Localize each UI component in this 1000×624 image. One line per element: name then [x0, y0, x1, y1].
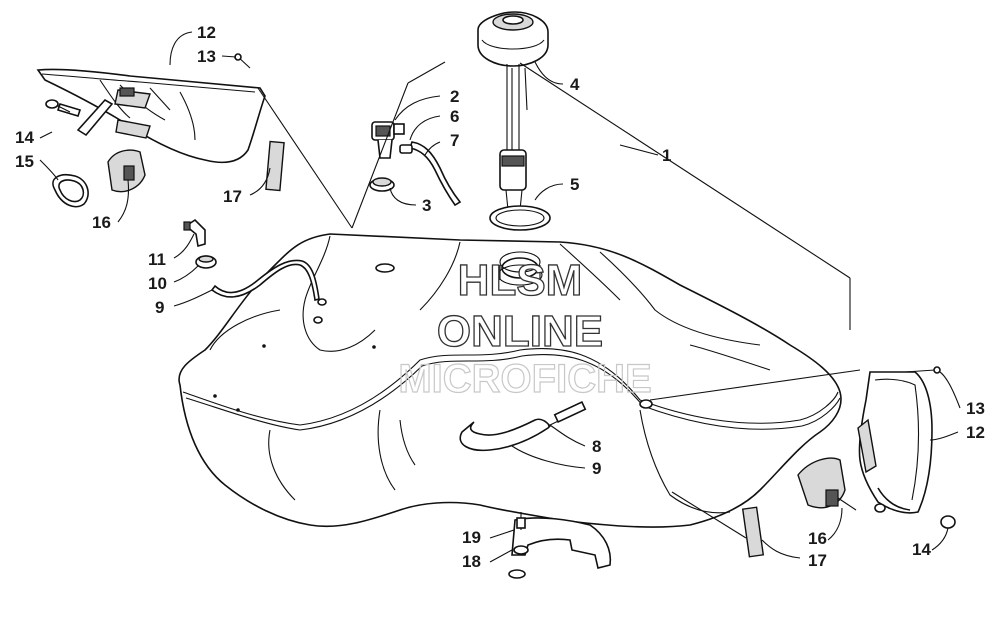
pump-gasket [489, 205, 551, 231]
callout-19: 19 [462, 528, 481, 547]
assembly-bracket [351, 61, 851, 330]
callout-18: 18 [462, 552, 481, 571]
bracket-left [107, 149, 146, 193]
callout-10: 10 [148, 274, 167, 293]
rivet-right [940, 515, 956, 529]
callout-5: 5 [570, 175, 579, 194]
callout-17-left: 17 [223, 187, 242, 206]
fuel-fitting-left [183, 218, 206, 248]
rivet-left [45, 99, 71, 113]
callout-8: 8 [592, 437, 601, 456]
callout-16-right: 16 [808, 529, 827, 548]
reflector-left [265, 140, 285, 192]
fuel-pump-assembly [477, 11, 549, 211]
vent-valve [371, 121, 405, 159]
callout-1: 1 [662, 146, 671, 165]
grommet [369, 177, 395, 192]
callout-14-left: 14 [15, 128, 34, 147]
callout-3: 3 [422, 196, 431, 215]
callout-13-left: 13 [197, 47, 216, 66]
fuel-hose-left [210, 259, 320, 301]
callout-9-lower: 9 [592, 459, 601, 478]
clamp-ring-left [52, 174, 89, 208]
fuel-tank [178, 233, 842, 528]
watermark-line-1: HLSM [458, 256, 583, 305]
callout-16-left: 16 [92, 213, 111, 232]
callout-12-right: 12 [966, 423, 985, 442]
grommet-left [195, 255, 217, 269]
callout-6: 6 [450, 107, 459, 126]
callouts: 12 13 14 15 16 17 2 6 7 3 4 5 1 11 10 9 … [15, 23, 985, 571]
reflector-right [741, 506, 765, 558]
tank-mount-bracket [508, 512, 612, 579]
watermark-line-2: ONLINE [437, 307, 603, 356]
callout-4: 4 [570, 75, 580, 94]
callout-9-left: 9 [155, 298, 164, 317]
callout-7: 7 [450, 131, 459, 150]
screw-right [904, 366, 941, 374]
leader-lines [39, 31, 961, 563]
callout-11: 11 [148, 250, 166, 269]
callout-15: 15 [15, 152, 34, 171]
callout-12-left: 12 [197, 23, 216, 42]
callout-17-right: 17 [808, 551, 827, 570]
side-panel-left [36, 68, 266, 164]
watermark: HLSM ONLINE MICROFICHE [398, 255, 653, 401]
callout-2: 2 [450, 87, 459, 106]
vent-hose-lower [459, 400, 587, 452]
callout-14-right: 14 [912, 540, 931, 559]
vent-hose-upper [399, 141, 462, 207]
side-panel-right [857, 371, 933, 514]
screw-left [234, 53, 251, 69]
bracket-right [797, 457, 857, 511]
callout-13-right: 13 [966, 399, 985, 418]
watermark-line-3: MICROFICHE [398, 357, 651, 401]
